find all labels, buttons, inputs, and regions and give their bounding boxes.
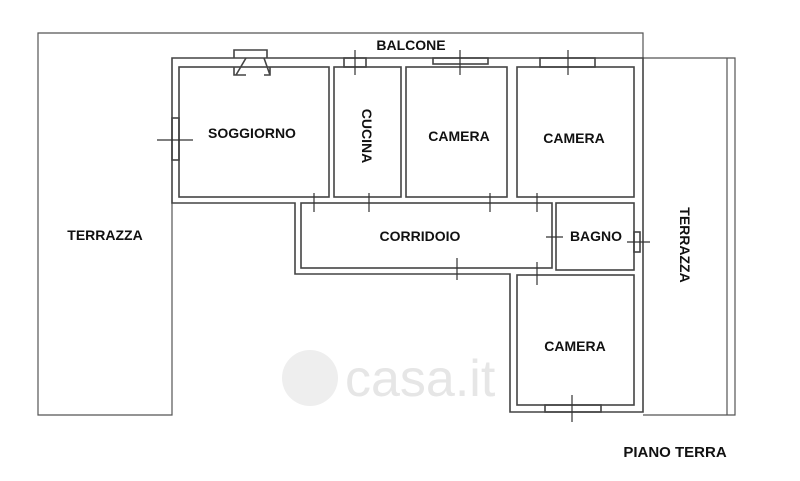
outer-wall <box>171 57 644 413</box>
label-balcone: BALCONE <box>376 37 445 53</box>
terrace-right-outline <box>643 57 736 416</box>
terrace-left-outline <box>37 32 644 416</box>
plan-title: PIANO TERRA <box>623 444 727 461</box>
label-cucina: CUCINA <box>359 109 375 163</box>
label-terrazza-left: TERRAZZA <box>67 227 142 243</box>
room-camera-1 <box>405 66 508 198</box>
label-camera-2: CAMERA <box>543 130 604 146</box>
fireplace <box>233 49 271 76</box>
svg-text:casa.it: casa.it <box>345 350 496 408</box>
watermark: casa.it <box>282 350 496 408</box>
label-camera-3: CAMERA <box>544 338 605 354</box>
label-corridoio: CORRIDOIO <box>380 228 461 244</box>
label-terrazza-right: TERRAZZA <box>677 207 693 282</box>
room-cucina <box>333 66 402 198</box>
label-camera-1: CAMERA <box>428 128 489 144</box>
room-corridoio <box>300 202 553 269</box>
label-bagno: BAGNO <box>570 228 622 244</box>
label-soggiorno: SOGGIORNO <box>208 125 296 141</box>
openings <box>157 50 650 422</box>
